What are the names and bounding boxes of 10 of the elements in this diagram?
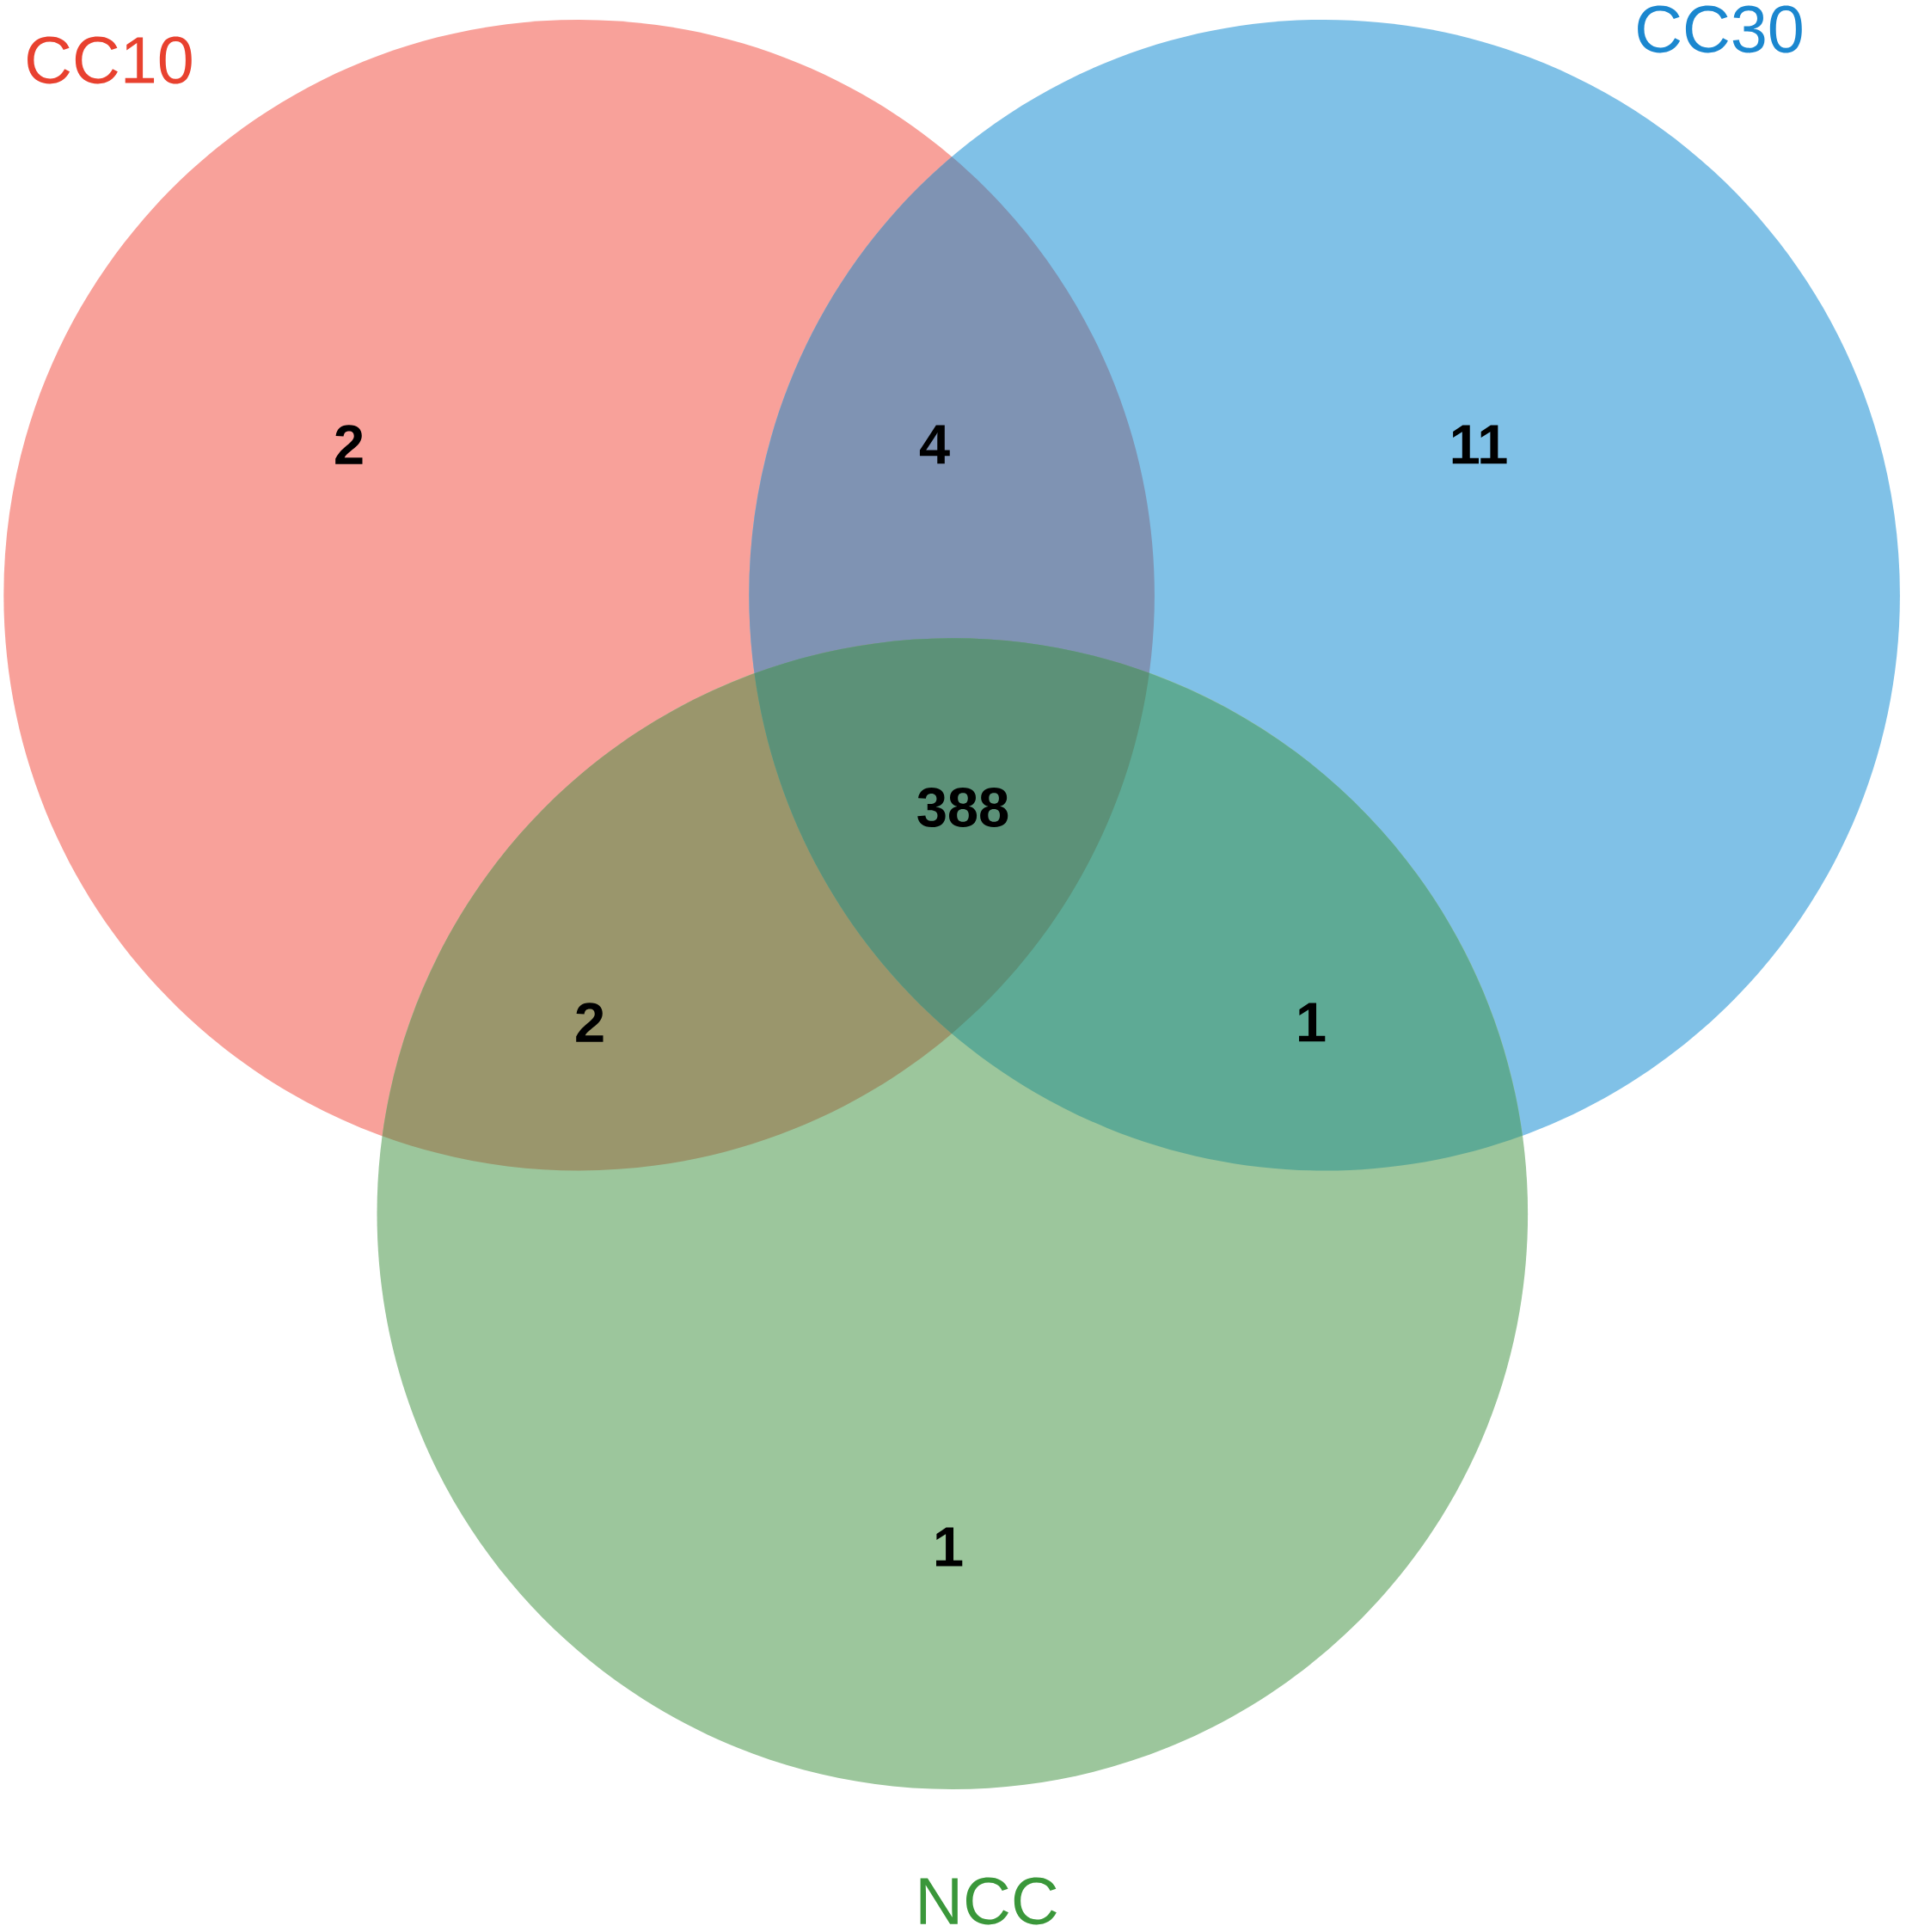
count-label: 2: [335, 425, 363, 464]
count-label: 1: [936, 1527, 963, 1567]
count-label: 388: [917, 787, 1008, 828]
set-label: CC30: [1638, 5, 1802, 53]
count-label: 1: [1299, 1003, 1326, 1042]
count-label: 11: [1452, 425, 1507, 464]
count-label: 2: [576, 1003, 604, 1042]
count-label: 4: [919, 425, 950, 464]
set-label: CC10: [28, 36, 192, 84]
set-label: NCC: [920, 1877, 1057, 1925]
